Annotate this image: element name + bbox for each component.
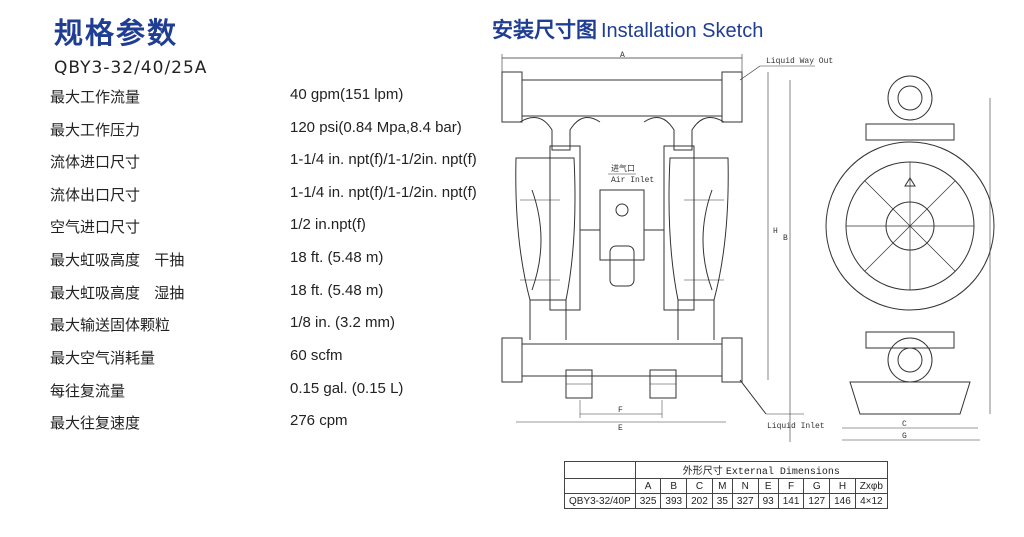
- spec-value: 1/8 in. (3.2 mm): [290, 314, 396, 331]
- spec-label: 流体进口尺寸: [50, 153, 141, 171]
- table-cell: 141: [777, 493, 805, 509]
- page-title: 规格参数: [54, 16, 179, 50]
- spec-label: 流体出口尺寸: [50, 186, 141, 204]
- spec-label: 空气进口尺寸: [50, 218, 141, 236]
- air-inlet-label: Air Inlet: [611, 176, 654, 185]
- spec-value: 18 ft. (5.48 m): [290, 282, 384, 299]
- table-cell: 393: [660, 493, 688, 509]
- table-header-cell: M: [711, 478, 733, 494]
- dimension-e-f: F E: [516, 400, 726, 433]
- spec-value: 40 gpm(151 lpm): [290, 86, 404, 103]
- spec-label: 最大虹吸高度 干抽: [50, 251, 185, 269]
- liquid-out-callout: Liquid Way Out: [739, 57, 833, 81]
- sketch-title-cn: 安装尺寸图: [492, 18, 597, 42]
- spec-value: 60 scfm: [290, 347, 343, 364]
- spec-label: 最大输送固体颗粒: [50, 316, 171, 334]
- spec-value: 276 cpm: [290, 412, 348, 429]
- table-cell: 127: [803, 493, 831, 509]
- spec-value: 120 psi(0.84 Mpa,8.4 bar): [290, 119, 462, 136]
- dim-e-label: E: [618, 424, 623, 433]
- table-header-cell: G: [803, 478, 831, 494]
- dim-h-label: H: [773, 227, 778, 236]
- dim-c-label: C: [902, 420, 907, 429]
- model-number: QBY3-32/40/25A: [54, 58, 208, 78]
- table-cell: 325: [634, 493, 662, 509]
- table-header-cell: N: [731, 478, 759, 494]
- table-cell: 327: [731, 493, 759, 509]
- spec-label: 最大工作流量: [50, 88, 141, 106]
- air-inlet-cn-label: 进气口: [611, 163, 635, 174]
- sketch-title-en: Installation Sketch: [601, 20, 764, 42]
- table-caption: 外形尺寸 External Dimensions: [634, 461, 888, 479]
- table-row-label: QBY3-32/40P: [564, 493, 636, 509]
- spec-label: 最大空气消耗量: [50, 349, 156, 367]
- table-header-cell: B: [660, 478, 688, 494]
- spec-value: 1-1/4 in. npt(f)/1-1/2in. npt(f): [290, 151, 477, 168]
- spec-value: 0.15 gal. (0.15 L): [290, 380, 404, 397]
- side-pump-body: C G: [825, 75, 995, 441]
- liquid-inlet-label: Liquid Inlet: [767, 422, 825, 431]
- table-cell: 35: [711, 493, 733, 509]
- spec-label: 每往复流量: [50, 382, 126, 400]
- table-header-cell: Zxφb: [854, 478, 888, 494]
- table-header-cell: H: [829, 478, 856, 494]
- table-cell: 202: [686, 493, 713, 509]
- table-row: QBY3-32/40P 325 393 202 35 327 93 141 12…: [564, 493, 888, 509]
- table-header-cell: C: [686, 478, 713, 494]
- spec-label: 最大虹吸高度 湿抽: [50, 284, 185, 302]
- spec-label: 最大往复速度: [50, 414, 141, 432]
- dim-g-label: G: [902, 432, 907, 441]
- table-cell: 146: [829, 493, 856, 509]
- air-inlet-callout: 进气口 Air Inlet: [608, 163, 654, 185]
- table-caption-row: 外形尺寸 External Dimensions: [564, 461, 888, 479]
- table-header-cell: E: [757, 478, 779, 494]
- spec-value: 18 ft. (5.48 m): [290, 249, 384, 266]
- spec-value: 1/2 in.npt(f): [290, 216, 366, 233]
- liquid-out-label: Liquid Way Out: [766, 57, 833, 66]
- table-header-row: A B C M N E F G H Zxφb: [564, 478, 888, 494]
- dimension-a: A: [501, 51, 743, 80]
- table-caption-en: External Dimensions: [725, 467, 840, 478]
- table-header-cell: A: [634, 478, 662, 494]
- table-cell: 93: [757, 493, 779, 509]
- dimension-b-h: H B: [767, 72, 791, 442]
- dim-a-label: A: [620, 51, 625, 60]
- liquid-inlet-callout: Liquid Inlet: [739, 379, 825, 431]
- dimensions-table: 外形尺寸 External Dimensions A B C M N E F G…: [564, 461, 888, 509]
- table-cell: 4×12: [854, 493, 888, 509]
- spec-label: 最大工作压力: [50, 121, 141, 139]
- front-pump-body: [501, 71, 743, 399]
- dim-f-label: F: [618, 406, 623, 415]
- spec-value: 1-1/4 in. npt(f)/1-1/2in. npt(f): [290, 184, 477, 201]
- table-caption-cn: 外形尺寸: [682, 466, 723, 477]
- installation-sketch: A Liquid Way Out: [501, 51, 995, 442]
- table-header-cell: F: [777, 478, 805, 494]
- dim-b-label: B: [783, 234, 788, 243]
